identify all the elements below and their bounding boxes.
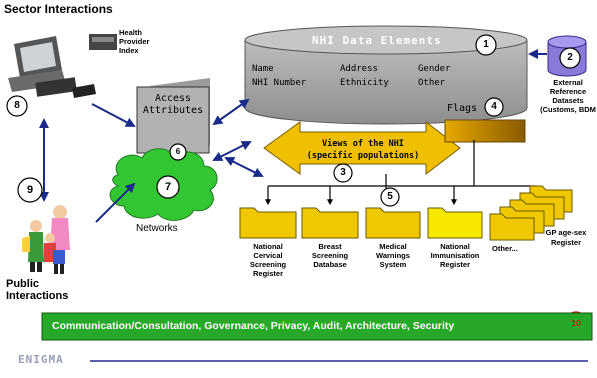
- number-1: 1: [483, 39, 489, 50]
- number-5: 5: [387, 191, 393, 202]
- number-8: 8: [14, 100, 20, 111]
- nhi-field-ethnicity: Ethnicity: [340, 78, 389, 88]
- printer-icon: [89, 34, 117, 50]
- external-datasets-label: External Reference Datasets (Customs, BD…: [540, 78, 596, 114]
- public-interactions-label: Public Interactions: [6, 278, 69, 302]
- register-label-other: Other...: [492, 244, 518, 253]
- provider-index-label: Health Provider Index: [119, 28, 150, 55]
- connector-arrows: [39, 98, 264, 223]
- networks-label: Networks: [136, 223, 178, 234]
- number-4: 4: [491, 101, 497, 112]
- nhi-field-nhi-number: NHI Number: [252, 78, 307, 88]
- number-9: 9: [26, 184, 34, 196]
- people-icon: [22, 205, 70, 274]
- page-title: Sector Interactions: [4, 2, 113, 16]
- register-label-warnings: Medical Warnings System: [376, 242, 410, 269]
- flags-box: [444, 119, 526, 143]
- number-7: 7: [164, 181, 172, 193]
- footer-bar: [41, 312, 593, 341]
- flags-label: Flags: [447, 103, 478, 114]
- register-label-immunisation: National Immunisation Register: [430, 242, 480, 269]
- register-label-gp: GP age-sex Register: [545, 228, 587, 247]
- number-6: 6: [175, 147, 181, 156]
- register-label-breast: Breast Screening Database: [311, 242, 349, 269]
- views-arrow-shape: [263, 120, 461, 176]
- footer-text: Communication/Consultation, Governance, …: [52, 320, 455, 332]
- nhi-field-address: Address: [340, 64, 378, 74]
- number-2: 2: [567, 52, 573, 63]
- number-3: 3: [340, 167, 346, 178]
- register-label-cervical: National Cervical Screening Register: [249, 242, 287, 278]
- access-attributes-label: Access Attributes: [142, 93, 204, 116]
- number-10: 10: [571, 318, 581, 328]
- nhi-field-name: Name: [252, 64, 274, 74]
- access-attributes-box: [136, 78, 210, 154]
- nhi-field-other: Other: [418, 78, 446, 88]
- views-label: Views of the NHI (specific populations): [306, 139, 420, 161]
- computer-icon: [8, 36, 96, 98]
- nhi-field-gender: Gender: [418, 64, 451, 74]
- nhi-database-cylinder: [244, 25, 528, 125]
- number-circles: [6, 34, 588, 335]
- register-folders: [239, 185, 573, 241]
- nhi-title: NHI Data Elements: [312, 34, 442, 47]
- enigma-logo: ENIGMA: [18, 353, 64, 366]
